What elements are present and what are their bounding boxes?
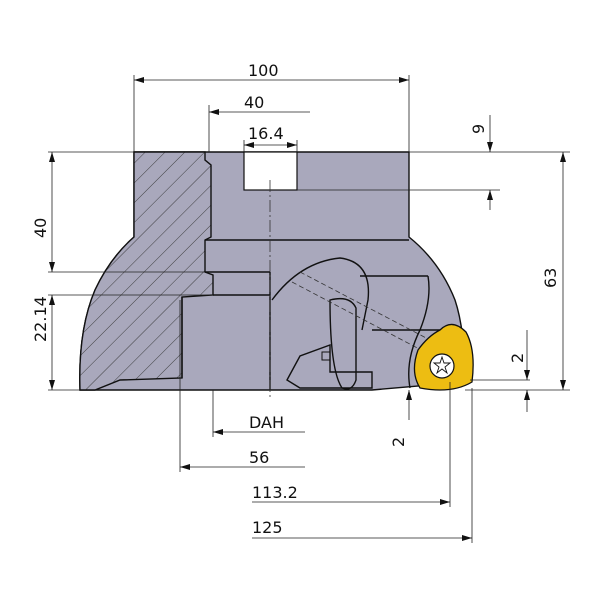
svg-text:2: 2	[389, 437, 408, 447]
extension-lines	[48, 75, 570, 543]
dim-height-total: 63	[541, 152, 566, 390]
svg-text:2: 2	[508, 353, 527, 363]
screw-icon	[429, 353, 455, 379]
svg-text:40: 40	[31, 218, 50, 238]
svg-text:100: 100	[248, 61, 279, 80]
svg-text:63: 63	[541, 268, 560, 288]
dim-dah: DAH	[213, 413, 305, 435]
svg-text:113.2: 113.2	[252, 483, 298, 502]
svg-text:22.14: 22.14	[31, 296, 50, 342]
dim-keyway-depth: 9	[469, 115, 493, 210]
dim-height-lower: 22.14	[31, 295, 55, 390]
dim-insert-offset-right: 2	[508, 330, 530, 412]
svg-text:DAH: DAH	[249, 413, 284, 432]
insert	[413, 323, 474, 391]
svg-text:40: 40	[244, 93, 264, 112]
dim-56: 56	[180, 448, 305, 470]
cutter-body	[79, 151, 466, 400]
dim-bore: 40	[209, 93, 310, 115]
dim-113: 113.2	[252, 483, 450, 505]
dim-keyway-width: 16.4	[244, 124, 297, 148]
svg-text:56: 56	[249, 448, 269, 467]
dim-overall-diameter: 100	[134, 61, 409, 83]
svg-text:125: 125	[252, 518, 283, 537]
svg-text:16.4: 16.4	[248, 124, 284, 143]
svg-text:9: 9	[469, 124, 488, 134]
dim-insert-offset-bottom: 2	[389, 390, 412, 447]
dim-height-upper: 40	[31, 152, 55, 272]
keyway-slot	[243, 151, 298, 191]
dim-125: 125	[252, 518, 472, 541]
